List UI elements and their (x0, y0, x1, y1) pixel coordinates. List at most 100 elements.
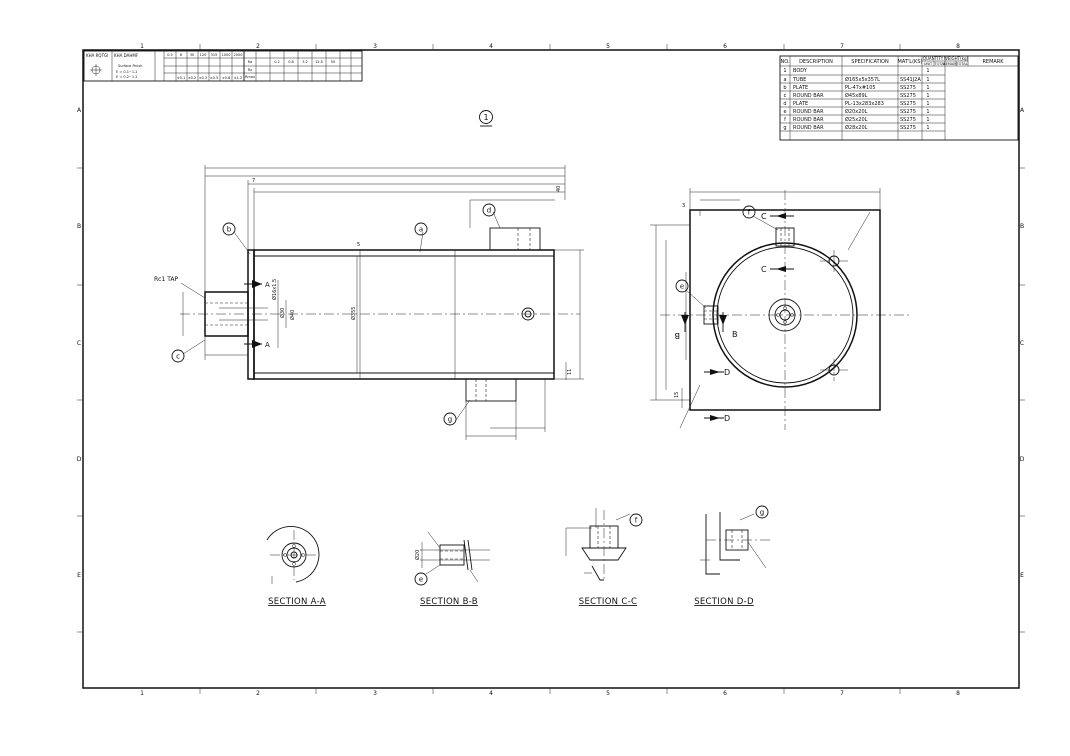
grid-row-c-right: C (1020, 340, 1024, 347)
bom-header-no: NO. (780, 59, 789, 65)
bom-cell-qty: 1 (926, 68, 929, 74)
svg-text:g: g (760, 509, 764, 517)
dim-d30: Ø30 (279, 308, 286, 318)
bom-cell-spec: Ø20x20L (845, 108, 868, 115)
tol-val-7: 2000 (234, 53, 243, 57)
bom-row-g: g ROUND BAR Ø28x20L SS275 1 (783, 124, 929, 131)
bom-cell-no: a (783, 77, 786, 83)
side-view (650, 188, 910, 430)
bom-row-b: b PLATE PL-47x#105 SS275 1 (783, 85, 929, 91)
grid-row-e: E (77, 572, 81, 579)
grid-row-d-right: D (1020, 456, 1025, 463)
bom-cell-qty: 1 (926, 93, 929, 99)
bom-cell-description: PLATE (793, 85, 808, 91)
tol-val-1: 0.5 (167, 53, 173, 57)
side-dim-15: 15 (674, 392, 680, 398)
section-c-c (565, 508, 631, 581)
svg-text:e: e (680, 283, 684, 291)
bom-cell-material: SS275 (900, 109, 916, 115)
balloon-c: c (171, 349, 185, 363)
bom-cell-no: c (784, 93, 787, 99)
bom-cell-no: d (783, 101, 786, 107)
svg-text:a: a (419, 226, 423, 234)
bom-cell-description: ROUND BAR (793, 109, 824, 115)
section-d-d-balloon: g (755, 505, 769, 519)
bom-cell-description: ROUND BAR (793, 117, 824, 123)
item-number: 1 (483, 113, 488, 122)
grid-col-7-bottom: 7 (840, 690, 844, 697)
dim-m16: Ø16x1.5 (271, 279, 278, 300)
grid-col-3-bottom: 3 (373, 690, 377, 697)
section-b-label-right: B (732, 330, 738, 339)
balloon-a: a (414, 222, 428, 236)
bom-header-weight-total: TOTAL (955, 62, 967, 66)
rough-val-3: 3.2 (302, 60, 308, 64)
rough-val-4: 12.5 (315, 60, 323, 64)
bom-header-remark: REMARK (982, 59, 1004, 65)
item-number-balloon: 1 (479, 110, 493, 127)
bom-cell-description: TUBE (792, 77, 806, 83)
tol-label-2: KHA DAHMF (114, 53, 139, 58)
section-c-c-balloon: f (629, 513, 643, 527)
grid-col-4: 4 (489, 43, 493, 50)
tol-pm-3: ±0.3 (199, 76, 208, 80)
grid-col-8-bottom: 8 (956, 690, 960, 697)
bom-cell-qty: 1 (926, 85, 929, 91)
bom-cell-description: ROUND BAR (793, 125, 824, 131)
section-b-b-title: SECTION B-B (420, 597, 478, 607)
bom-cell-spec: PL-13x283x283 (845, 101, 884, 107)
balloon-e: e (675, 279, 689, 293)
svg-text:b: b (227, 226, 232, 234)
section-c-c-title: SECTION C-C (579, 597, 637, 607)
tol-pm-2: ±0.2 (188, 76, 197, 80)
section-b-b-balloon: e (414, 572, 428, 586)
bom-cell-qty: 1 (926, 109, 929, 115)
svg-text:f: f (635, 517, 638, 525)
section-b-b (420, 531, 490, 583)
svg-text:g: g (448, 416, 452, 424)
rough-lbl-1: Ra (248, 60, 253, 64)
bom-cell-material: SS275 (900, 117, 916, 123)
bom-cell-qty: 1 (926, 77, 929, 83)
section-d-label-top: D (724, 368, 730, 377)
rough-val-2: 0.8 (288, 60, 294, 64)
balloon-b: b (222, 222, 236, 236)
bom-cell-no: f (784, 117, 786, 123)
dim-d355: Ø355 (350, 307, 357, 320)
bom-cell-spec: Ø28x20L (845, 124, 868, 131)
bom-row-e: e ROUND BAR Ø20x20L SS275 1 (783, 108, 929, 115)
bom-cell-material: SS41J2A (900, 77, 921, 83)
dim-40-right: 40 (556, 186, 562, 192)
bom-cell-spec: Ø165x5x357L (845, 76, 880, 83)
bom-cell-material: SS275 (900, 85, 916, 91)
dim-11: 11 (567, 369, 573, 375)
grid-row-a: A (77, 107, 82, 114)
dim-7: 7 (252, 178, 255, 184)
section-c-label-mid: C (761, 265, 767, 274)
grid-ticks (77, 44, 1025, 694)
side-dim-3: 3 (682, 203, 685, 209)
bom-cell-description: BODY (793, 68, 808, 74)
tol-pm-5: ±0.8 (222, 76, 231, 80)
tol-val-2: 6 (180, 53, 182, 57)
bom-cell-spec: Ø45x89L (845, 92, 868, 99)
bom-row-c: c ROUND BAR Ø45x89L SS275 1 (784, 92, 930, 99)
grid-col-4-bottom: 4 (489, 690, 493, 697)
tol-pm-4: ±0.5 (210, 76, 219, 80)
grid-col-1-bottom: 1 (140, 690, 144, 697)
tol-pm-1: ±0.1 (177, 76, 186, 80)
svg-text:e: e (419, 576, 423, 584)
grid-row-e-right: E (1020, 572, 1024, 579)
dim-d40: Ø40 (289, 310, 296, 320)
bom-header-weight-remain: REMAIN (943, 62, 957, 66)
bom-cell-material: SS275 (900, 101, 916, 107)
rough-lbl-3: Rmax (245, 75, 255, 79)
bom-cell-material: SS275 (900, 93, 916, 99)
grid-row-c: C (77, 340, 81, 347)
bom-row-d: d PLATE PL-13x283x283 SS275 1 (783, 101, 929, 107)
dim-5: 5 (357, 242, 360, 248)
tol-label-3: Surface Finish (118, 64, 142, 68)
bom-cell-qty: 1 (926, 101, 929, 107)
grid-col-5-bottom: 5 (606, 690, 610, 697)
